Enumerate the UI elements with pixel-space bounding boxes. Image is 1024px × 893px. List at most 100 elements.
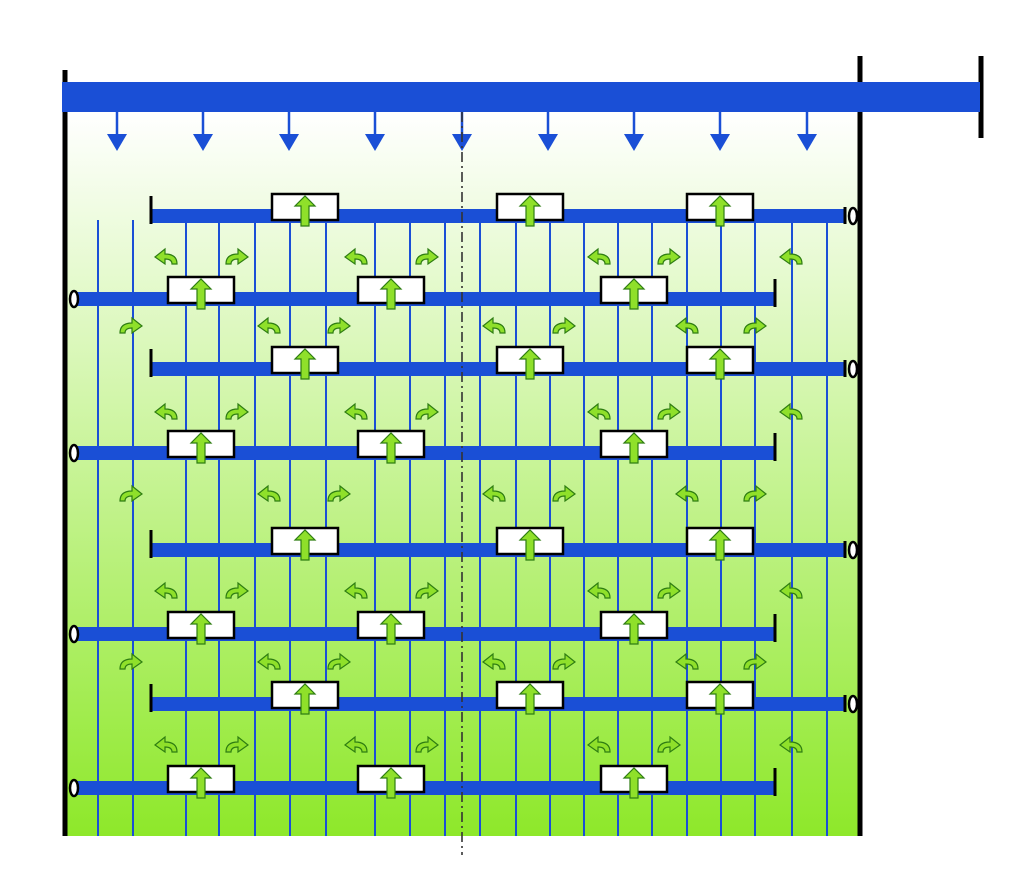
curl-shape bbox=[586, 402, 611, 421]
curl-shape bbox=[327, 484, 352, 503]
curved-flow-arrow-icon bbox=[778, 402, 803, 421]
curved-flow-arrow-icon bbox=[327, 652, 352, 671]
end-oval bbox=[68, 624, 80, 644]
arrow-head bbox=[538, 134, 558, 151]
vessel-interior bbox=[66, 112, 860, 836]
arrow-up-shape bbox=[293, 195, 317, 227]
curved-flow-arrow-icon bbox=[256, 484, 281, 503]
arrow-up-shape bbox=[708, 195, 732, 227]
arrow-up-shape bbox=[622, 767, 646, 799]
curl-shape bbox=[586, 735, 611, 754]
curved-flow-arrow-icon bbox=[225, 247, 250, 266]
curl-shape bbox=[657, 402, 682, 421]
curl-shape bbox=[343, 735, 368, 754]
end-oval bbox=[68, 289, 80, 309]
arrow-up-shape bbox=[189, 278, 213, 310]
curl-shape bbox=[657, 735, 682, 754]
curved-flow-arrow-icon bbox=[481, 652, 506, 671]
arrow-up-icon bbox=[379, 767, 403, 799]
curl-shape bbox=[153, 247, 178, 266]
curved-flow-arrow-icon bbox=[153, 247, 178, 266]
curved-flow-arrow-icon bbox=[743, 484, 768, 503]
arrow-down-icon bbox=[365, 112, 385, 151]
curl-shape bbox=[586, 581, 611, 600]
curved-flow-arrow-icon bbox=[778, 247, 803, 266]
arrow-up-icon bbox=[708, 348, 732, 380]
arrow-up-icon bbox=[189, 613, 213, 645]
feed-header-pipe bbox=[62, 82, 980, 112]
arrow-up-shape bbox=[518, 195, 542, 227]
arrow-up-icon bbox=[379, 613, 403, 645]
arrow-head bbox=[279, 134, 299, 151]
end-oval bbox=[68, 443, 80, 463]
curl-shape bbox=[481, 316, 506, 335]
curl-shape bbox=[674, 316, 699, 335]
curl-shape bbox=[153, 581, 178, 600]
end-oval bbox=[847, 540, 859, 560]
curved-flow-arrow-icon bbox=[743, 652, 768, 671]
arrow-up-icon bbox=[379, 278, 403, 310]
arrow-up-shape bbox=[293, 529, 317, 561]
arrow-head bbox=[710, 134, 730, 151]
curved-flow-arrow-icon bbox=[256, 316, 281, 335]
arrow-down-icon bbox=[797, 112, 817, 151]
curved-flow-arrow-icon bbox=[743, 316, 768, 335]
curved-flow-arrow-icon bbox=[225, 581, 250, 600]
arrow-head bbox=[624, 134, 644, 151]
arrow-up-shape bbox=[189, 432, 213, 464]
curved-flow-arrow-icon bbox=[327, 484, 352, 503]
curl-shape bbox=[415, 735, 440, 754]
feed-header bbox=[62, 82, 980, 151]
curved-flow-arrow-icon bbox=[657, 402, 682, 421]
arrow-down-icon bbox=[193, 112, 213, 151]
tray-end-icon bbox=[843, 540, 859, 560]
arrow-up-shape bbox=[708, 683, 732, 715]
curved-flow-arrow-icon bbox=[481, 316, 506, 335]
arrow-head bbox=[452, 134, 472, 151]
arrow-up-icon bbox=[518, 529, 542, 561]
curl-shape bbox=[119, 652, 144, 671]
end-oval bbox=[847, 359, 859, 379]
arrow-up-icon bbox=[379, 432, 403, 464]
arrow-up-icon bbox=[293, 348, 317, 380]
arrow-up-shape bbox=[379, 432, 403, 464]
curved-flow-arrow-icon bbox=[225, 402, 250, 421]
curl-shape bbox=[343, 247, 368, 266]
curl-shape bbox=[743, 652, 768, 671]
curved-flow-arrow-icon bbox=[343, 581, 368, 600]
arrow-up-icon bbox=[518, 683, 542, 715]
curl-shape bbox=[256, 484, 281, 503]
curl-shape bbox=[225, 402, 250, 421]
arrow-up-icon bbox=[622, 278, 646, 310]
curl-shape bbox=[225, 735, 250, 754]
curl-shape bbox=[657, 247, 682, 266]
curved-flow-arrow-icon bbox=[119, 316, 144, 335]
curved-flow-arrow-icon bbox=[552, 316, 577, 335]
arrow-head bbox=[365, 134, 385, 151]
curl-shape bbox=[586, 247, 611, 266]
curl-shape bbox=[225, 581, 250, 600]
curved-flow-arrow-icon bbox=[119, 652, 144, 671]
curl-shape bbox=[778, 247, 803, 266]
arrow-up-shape bbox=[293, 348, 317, 380]
tray-end-icon bbox=[843, 206, 859, 226]
curved-flow-arrow-icon bbox=[586, 581, 611, 600]
arrow-down-icon bbox=[538, 112, 558, 151]
curved-flow-arrow-icon bbox=[674, 316, 699, 335]
curved-flow-arrow-icon bbox=[778, 581, 803, 600]
end-oval bbox=[847, 694, 859, 714]
arrow-down-icon bbox=[624, 112, 644, 151]
arrow-up-shape bbox=[379, 278, 403, 310]
arrow-head bbox=[797, 134, 817, 151]
curved-flow-arrow-icon bbox=[327, 316, 352, 335]
arrow-up-shape bbox=[379, 767, 403, 799]
curved-flow-arrow-icon bbox=[481, 484, 506, 503]
arrow-up-icon bbox=[189, 278, 213, 310]
curl-shape bbox=[552, 652, 577, 671]
curl-shape bbox=[343, 402, 368, 421]
curved-flow-arrow-icon bbox=[343, 402, 368, 421]
curved-flow-arrow-icon bbox=[674, 484, 699, 503]
arrow-up-icon bbox=[518, 195, 542, 227]
curved-flow-arrow-icon bbox=[552, 652, 577, 671]
